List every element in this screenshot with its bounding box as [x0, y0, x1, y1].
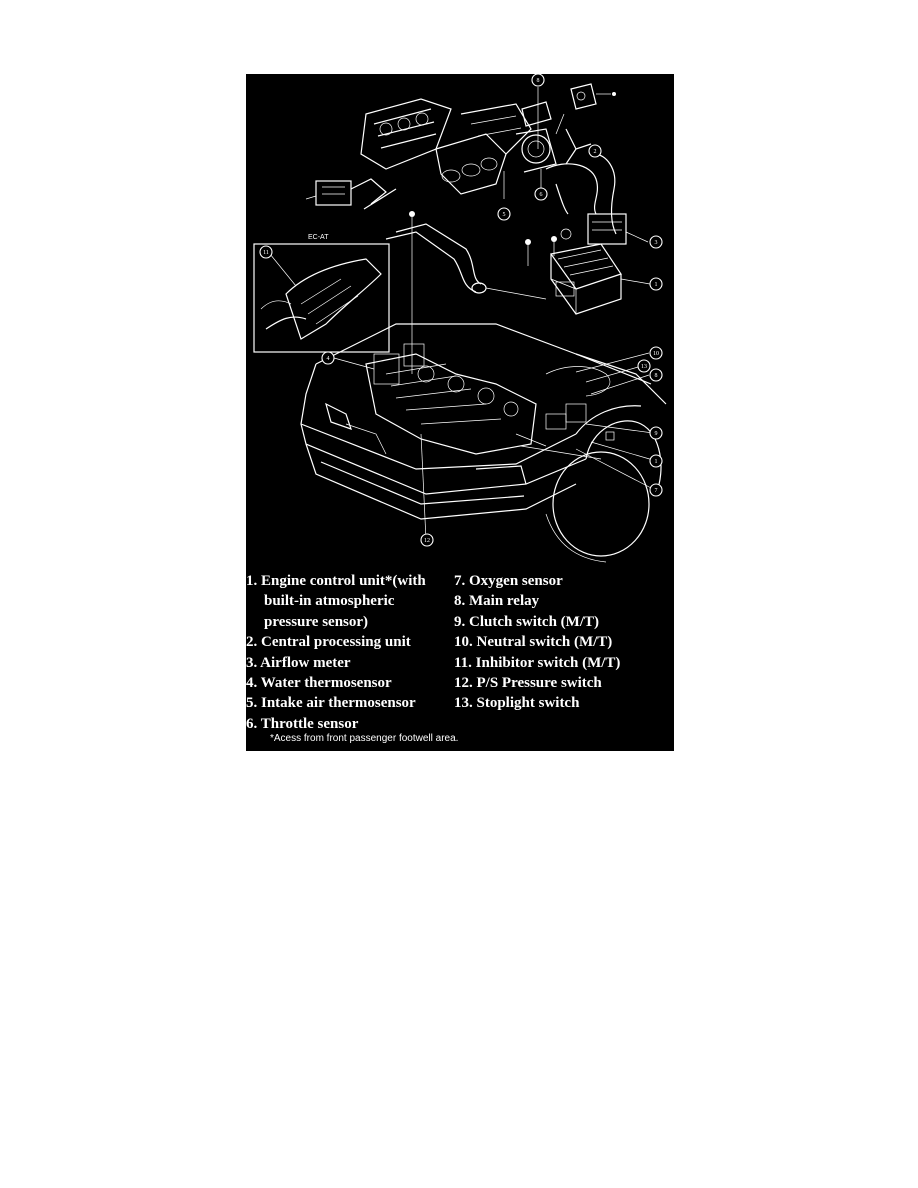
svg-text:12: 12 — [424, 538, 430, 544]
legend-item-12: 12. P/S Pressure switch — [454, 675, 602, 692]
svg-text:4: 4 — [327, 356, 330, 362]
callout-2-top: 2 — [588, 144, 602, 158]
legend-left-column: 1. Engine control unit*(with built-in at… — [246, 571, 426, 734]
legend-item-1-cont: built-in atmospheric — [264, 593, 395, 610]
svg-text:7: 7 — [655, 488, 658, 494]
legend-item-13: 13. Stoplight switch — [454, 695, 580, 712]
throttle-body-drawing — [515, 83, 616, 173]
callout-2-bottom: 1 — [649, 454, 663, 468]
legend-item-8: 8. Main relay — [454, 593, 540, 610]
callout-8-bottom: 8 — [649, 368, 663, 382]
svg-text:8: 8 — [655, 373, 658, 379]
legend-item-3: 3. Airflow meter — [246, 654, 351, 671]
svg-text:6: 6 — [540, 192, 543, 198]
svg-text:3: 3 — [655, 240, 658, 246]
svg-text:9: 9 — [655, 431, 658, 437]
legend-item-4: 4. Water thermosensor — [246, 675, 392, 692]
legend-item-1: 1. Engine control unit*(with — [246, 573, 426, 589]
transmission-inset: EC-AT — [253, 234, 390, 353]
svg-text:5: 5 — [503, 212, 506, 218]
callout-8-top: 8 — [531, 74, 545, 87]
legend-item-2: 2. Central processing unit — [246, 634, 411, 651]
callout-7-top: 6 — [534, 187, 548, 201]
svg-text:11: 11 — [263, 250, 269, 256]
legend-right-column: 7. Oxygen sensor 8. Main relay 9. Clutch… — [454, 571, 620, 714]
legend-item-9: 9. Clutch switch (M/T) — [454, 613, 599, 630]
callout-10: 10 — [649, 346, 663, 360]
car-body-drawing — [300, 323, 667, 563]
callout-12: 12 — [420, 533, 434, 547]
legend-item-7: 7. Oxygen sensor — [454, 573, 563, 589]
engine-control-unit-drawing — [385, 211, 622, 374]
inset-label: EC-AT — [308, 234, 329, 241]
legend-item-5: 5. Intake air thermosensor — [246, 695, 416, 712]
callout-leader-lines — [269, 87, 654, 541]
figure-panel: EC-AT — [246, 74, 674, 751]
airflow-meter-drawing — [545, 153, 627, 245]
legend-item-11: 11. Inhibitor switch (M/T) — [454, 654, 621, 671]
footnote: *Acess from front passenger footwell are… — [270, 733, 459, 744]
svg-text:2: 2 — [594, 149, 597, 155]
intake-manifold-drawing — [305, 98, 532, 210]
callout-1-top: 1 — [649, 277, 663, 291]
engine-component-diagram: EC-AT — [253, 74, 667, 563]
svg-text:1: 1 — [655, 282, 658, 288]
svg-text:13: 13 — [641, 364, 647, 370]
callout-9: 9 — [649, 426, 663, 440]
callout-7: 7 — [649, 483, 663, 497]
svg-text:10: 10 — [653, 351, 659, 357]
svg-text:8: 8 — [537, 78, 540, 84]
callout-3: 3 — [649, 235, 663, 249]
callout-4: 4 — [321, 351, 335, 365]
callout-5: 5 — [497, 207, 511, 221]
legend-item-1-cont2: pressure sensor) — [264, 613, 369, 630]
legend-item-10: 10. Neutral switch (M/T) — [454, 634, 613, 651]
svg-text:1: 1 — [655, 459, 658, 465]
legend-item-6: 6. Throttle sensor — [246, 715, 359, 732]
callout-11: 11 — [259, 245, 273, 259]
callouts: 8 5 6 2 3 1 4 11 10 13 8 9 1 7 12 — [259, 74, 663, 547]
callout-13: 13 — [637, 359, 651, 373]
